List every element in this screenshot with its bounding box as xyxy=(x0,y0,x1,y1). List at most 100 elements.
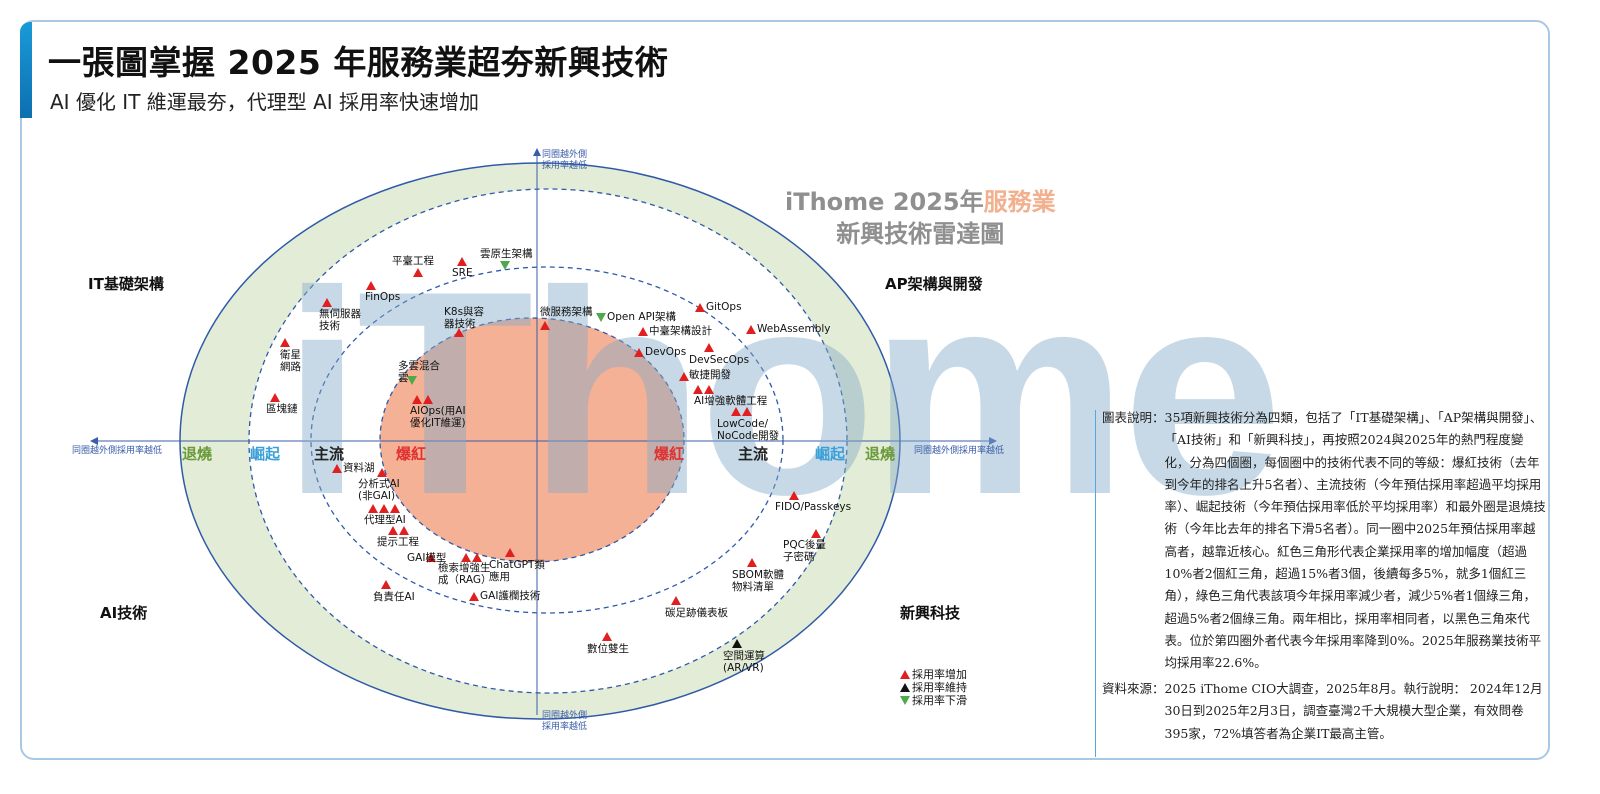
radar-caption: iThome 2025年服務業 新興技術雷達圖 xyxy=(785,186,1056,250)
ring-label-cooling-right: 退燒 xyxy=(865,445,896,463)
card-frame xyxy=(20,20,1550,760)
legend-decrease-label: 採用率下滑 xyxy=(912,694,967,707)
notes-divider xyxy=(1095,410,1096,757)
red-triangle-icon xyxy=(322,297,332,307)
red-triangle-icon xyxy=(704,342,714,352)
ring-label-mainstream-left: 主流 xyxy=(314,445,345,463)
red-triangle-icon xyxy=(387,525,398,535)
legend-increase: 採用率增加 xyxy=(900,668,967,681)
red-triangle-icon xyxy=(469,591,479,601)
tech-item-label: GAI模型 xyxy=(407,552,447,564)
tech-item-label: 無伺服器 技術 xyxy=(319,308,361,332)
tech-item-label: 多雲混合 雲 xyxy=(398,360,440,384)
ring-label-rising-left: 崛起 xyxy=(250,445,281,463)
tech-item-label: FinOps xyxy=(365,291,401,303)
description-label: 圖表說明： xyxy=(1102,410,1165,425)
red-triangle-icon xyxy=(692,384,703,394)
red-triangle-icon xyxy=(390,503,400,513)
tech-item-label: WebAssembly xyxy=(757,323,831,335)
tech-item-label: K8s與容 器技術 xyxy=(444,306,485,330)
red-triangle-icon xyxy=(671,595,681,605)
tech-item-label: 衛星 網路 xyxy=(280,349,301,373)
red-triangle-icon xyxy=(332,463,342,473)
tech-item-label: 分析式AI (非GAI) xyxy=(358,478,400,502)
red-triangle-icon xyxy=(454,327,464,337)
tech-item-label: 敏捷開發 xyxy=(689,369,731,381)
tech-item-label: 中臺架構設計 xyxy=(649,325,712,337)
red-triangle-icon xyxy=(368,503,378,513)
tech-item-label: LowCode/ NoCode開發 xyxy=(717,418,780,442)
quadrant-ai: AI技術 xyxy=(100,604,148,622)
tech-item-label: 檢索增強生 成（RAG） xyxy=(438,562,492,586)
caption-line1-highlight: 服務業 xyxy=(983,188,1056,216)
red-triangle-icon xyxy=(602,631,612,641)
axis-label-right: 同圈越外側採用率越低 xyxy=(914,446,1005,456)
tech-item-label: DevOps xyxy=(645,346,687,358)
title-accent-bar xyxy=(20,22,32,118)
axis-label-bottom-2: 採用率越低 xyxy=(542,722,588,732)
tech-item-label: GitOps xyxy=(706,301,742,313)
quadrant-it-infra: IT基礎架構 xyxy=(88,275,164,293)
red-triangle-icon xyxy=(634,347,644,357)
axis-label-top-1: 同圈越外側 xyxy=(542,150,588,160)
red-triangle-icon xyxy=(695,302,705,312)
ring-label-hot-right: 爆紅 xyxy=(654,445,685,463)
red-triangle-icon xyxy=(422,394,433,404)
legend-decrease: 採用率下滑 xyxy=(900,694,967,707)
tech-item-label: SBOM軟體 物料清單 xyxy=(732,569,785,593)
quadrant-ap-dev: AP架構與開發 xyxy=(885,275,983,293)
tech-item-label: FIDO/Passkeys xyxy=(775,501,852,513)
red-triangle-icon xyxy=(703,384,714,394)
red-triangle-icon xyxy=(746,324,756,334)
red-triangle-icon xyxy=(900,670,910,679)
ring-label-hot-left: 爆紅 xyxy=(396,445,427,463)
tech-item-label: SRE xyxy=(452,267,473,279)
ring-hot xyxy=(379,317,685,563)
axis-label-bottom: 同圈越外側採用率越低 xyxy=(542,711,587,733)
red-triangle-icon xyxy=(280,337,290,347)
tech-item-label: PQC後量 子密碼 xyxy=(783,539,826,563)
axis-label-left: 同圈越外側採用率越低 xyxy=(72,446,163,456)
red-triangle-icon xyxy=(811,528,821,538)
green-triangle-down-icon xyxy=(407,375,417,385)
source-label: 資料來源： xyxy=(1102,681,1165,696)
red-triangle-icon xyxy=(398,525,409,535)
quadrant-emerging: 新興科技 xyxy=(900,604,961,622)
green-triangle-down-icon xyxy=(900,696,910,705)
red-triangle-icon xyxy=(457,256,467,266)
page-title: 一張圖掌握 2025 年服務業超夯新興技術 xyxy=(48,43,669,82)
red-triangle-icon xyxy=(379,503,389,513)
black-triangle-icon xyxy=(900,683,910,692)
tech-item-label: 平臺工程 xyxy=(392,255,434,267)
red-triangle-icon xyxy=(679,371,689,381)
ring-label-cooling-left: 退燒 xyxy=(182,445,213,463)
red-triangle-icon xyxy=(505,547,515,557)
red-triangle-icon xyxy=(638,326,648,336)
tech-item-label: AIOps(用AI 優化IT維運) xyxy=(410,405,466,429)
tech-item-label: 碳足跡儀表板 xyxy=(665,607,728,619)
red-triangle-icon xyxy=(366,280,376,290)
tech-item-label: 資料湖 xyxy=(343,462,375,474)
tech-item-label: 空間運算 (AR/VR) xyxy=(723,650,765,674)
tech-item-label: DevSecOps xyxy=(689,354,750,366)
green-triangle-down-icon xyxy=(596,312,606,322)
red-triangle-icon xyxy=(270,392,280,402)
tech-item-label: 負責任AI xyxy=(373,591,415,603)
red-triangle-icon xyxy=(741,406,752,416)
red-triangle-icon xyxy=(460,552,471,562)
tech-item-label: ChatGPT類 應用 xyxy=(489,559,545,583)
red-triangle-icon xyxy=(540,320,550,330)
red-triangle-icon xyxy=(381,579,391,589)
tech-item-label: AI增強軟體工程 xyxy=(694,395,768,407)
tech-item-label: GAI護欄技術 xyxy=(480,590,541,602)
red-triangle-icon xyxy=(413,267,423,277)
tech-item-label: Open API架構 xyxy=(607,311,676,323)
red-triangle-icon xyxy=(377,467,387,477)
axis-label-bottom-1: 同圈越外側 xyxy=(542,711,588,721)
axis-label-top-2: 採用率越低 xyxy=(542,161,588,171)
source-text: 2025 iThome CIO大調查，2025年8月。執行說明： 2024年12… xyxy=(1164,681,1543,741)
red-triangle-icon xyxy=(730,406,741,416)
data-source: 資料來源： 2025 iThome CIO大調查，2025年8月。執行說明： 2… xyxy=(1102,678,1546,745)
axis-label-top: 同圈越外側採用率越低 xyxy=(542,150,587,172)
